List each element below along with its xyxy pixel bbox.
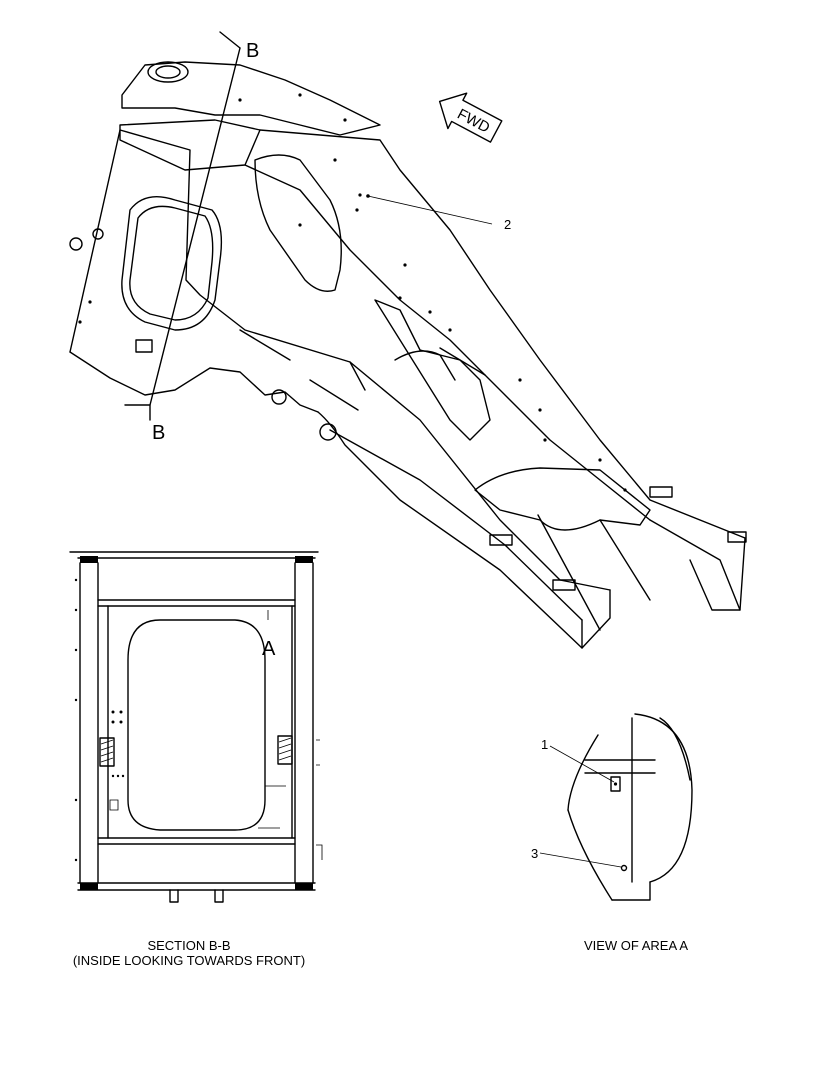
section-b-b-caption: SECTION B-B (INSIDE LOOKING TOWARDS FRON… [58, 938, 320, 968]
section-b-b-view [69, 551, 323, 903]
frame-holes [78, 93, 627, 492]
section-caption-line2: (INSIDE LOOKING TOWARDS FRONT) [72, 953, 306, 968]
callout-3-leader [539, 852, 622, 868]
section-mark-bottom: B [152, 422, 165, 444]
callout-3: 3 [531, 846, 538, 861]
section-holes [74, 578, 125, 862]
area-a-label: A [262, 638, 276, 660]
callout-1: 1 [541, 737, 548, 752]
callout-2-leader [367, 195, 493, 225]
forward-arrow-icon: FWD [438, 92, 503, 143]
section-mark-top: B [246, 40, 259, 62]
main-frame-view [69, 31, 747, 649]
section-cut-line [149, 47, 241, 406]
callout-1-leader [549, 745, 615, 783]
callout-2: 2 [504, 217, 511, 232]
forward-label: FWD [454, 106, 492, 137]
area-a-detail-view [539, 713, 693, 901]
section-caption-line1: SECTION B-B [147, 938, 231, 953]
area-a-caption: VIEW OF AREA A [583, 938, 689, 953]
